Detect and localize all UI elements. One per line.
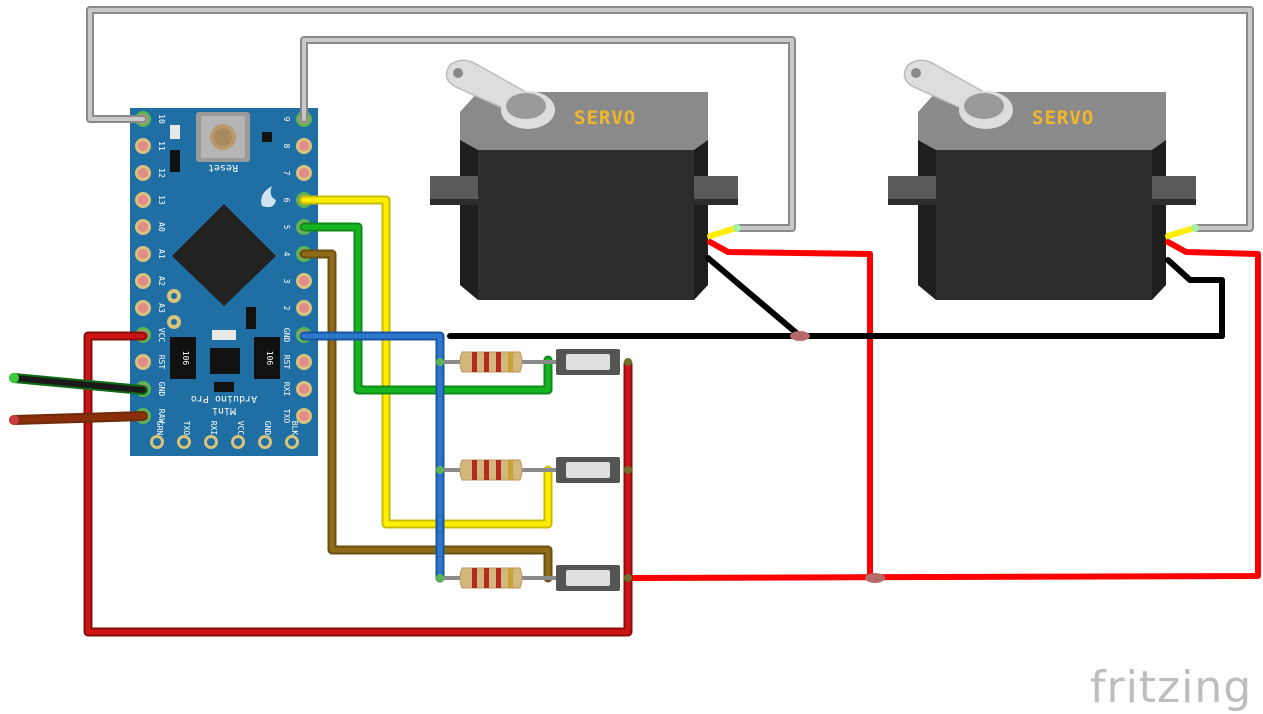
right-pin-label: 8: [282, 144, 291, 149]
bottom-pin: GND: [258, 421, 272, 449]
servo-2-body: [936, 150, 1152, 300]
left-pin-label: GND: [157, 382, 166, 397]
servo-1-label: SERVO: [574, 107, 636, 129]
left-pin-label: RST: [157, 355, 166, 370]
right-pin: 2: [282, 300, 312, 316]
board-name-line1: Arduino Pro: [191, 393, 257, 404]
right-pin-label: 7: [282, 171, 291, 176]
wire-black-servo1-ground: [705, 255, 803, 339]
servo-1: SERVO: [430, 59, 738, 300]
mcu-chip: [172, 204, 276, 306]
capacitor-right: [254, 337, 280, 379]
left-pin: A0: [135, 219, 166, 235]
push-button: [556, 565, 632, 591]
right-pin-label: 6: [282, 198, 291, 203]
left-pin: A2: [135, 273, 166, 289]
left-pin-label: 13: [157, 195, 166, 205]
left-pin: RST: [135, 354, 166, 370]
board-name-line2: Mini: [212, 405, 236, 416]
bottom-pin: GRN: [150, 421, 164, 449]
right-pin: RXI: [282, 381, 312, 397]
bottom-pin-label: VCC: [236, 421, 245, 436]
bottom-pin: BLK: [285, 421, 299, 449]
fritzing-logo: fritzing: [1090, 662, 1252, 713]
right-pin-label: RXI: [282, 382, 291, 397]
wire-red-servo1-power: [707, 239, 873, 581]
left-pin-label: A3: [157, 303, 166, 313]
servo-2-label: SERVO: [1032, 107, 1094, 129]
bottom-pin-header: GRN TXO RXI VCC GND BLK: [150, 421, 299, 449]
left-pin-label: VCC: [157, 328, 166, 343]
right-pin-label: 9: [282, 117, 291, 122]
bottom-pin-label: BLK: [290, 421, 299, 436]
left-pin-label: A2: [157, 276, 166, 286]
svg-text:106: 106: [265, 351, 274, 366]
bottom-pin-label: TXO: [182, 421, 191, 436]
right-pin-label: 2: [282, 306, 291, 311]
left-pin-label: 12: [157, 168, 166, 178]
servo-1-body: [478, 150, 694, 300]
right-pin-label: 4: [282, 252, 291, 257]
left-pin-label: 10: [157, 114, 166, 124]
reset-label: Reset: [208, 162, 238, 173]
logo-icon: [261, 186, 276, 208]
right-pin-label: 5: [282, 225, 291, 230]
regulator: [210, 348, 240, 374]
bottom-pin: RXI: [204, 421, 218, 449]
resistor: [437, 459, 556, 481]
left-pin-label: A1: [157, 249, 166, 259]
arduino-pro-mini: Reset 106 106 Arduino Pro Mini 10 11 12 13A…: [130, 108, 318, 456]
left-pin: A3: [135, 300, 166, 316]
left-pin: 13: [135, 192, 166, 208]
left-pin-label: 11: [157, 141, 166, 151]
right-pin: 7: [282, 165, 312, 181]
right-pin-label: TXO: [282, 409, 291, 424]
left-pin-label: RAW: [157, 409, 166, 424]
resistor: [437, 567, 556, 589]
capacitor-left: [170, 337, 196, 379]
right-pin: 8: [282, 138, 312, 154]
right-pin-label: 3: [282, 279, 291, 284]
bottom-pin-label: GRN: [155, 421, 164, 436]
svg-text:106: 106: [181, 351, 190, 366]
push-button: [556, 349, 632, 375]
bottom-pin-label: GND: [263, 421, 272, 436]
right-pin-label: RST: [282, 355, 291, 370]
resistors: [437, 351, 556, 589]
right-pin: RST: [282, 354, 312, 370]
push-buttons: [556, 349, 632, 591]
bottom-pin: TXO: [177, 421, 191, 449]
wire-black-servo2-ground: [1165, 257, 1225, 339]
push-button: [556, 457, 632, 483]
left-pin: A1: [135, 246, 166, 262]
wire-blue-gnd: [299, 331, 445, 583]
left-pin: 12: [135, 165, 166, 181]
right-pin-label: GND: [282, 328, 291, 343]
bottom-pin: VCC: [231, 421, 245, 449]
junctions: [9, 224, 1199, 583]
wire-brown-pin4: [299, 249, 553, 583]
servo-2: SERVO: [888, 59, 1196, 300]
right-pin: 3: [282, 273, 312, 289]
wire-red-servo2-power: [630, 239, 1261, 581]
right-pin: TXO: [282, 408, 312, 424]
left-pin: 11: [135, 138, 166, 154]
bottom-pin-label: RXI: [209, 421, 218, 436]
wires: [9, 6, 1261, 637]
left-pin-label: A0: [157, 222, 166, 232]
resistor: [437, 351, 556, 373]
